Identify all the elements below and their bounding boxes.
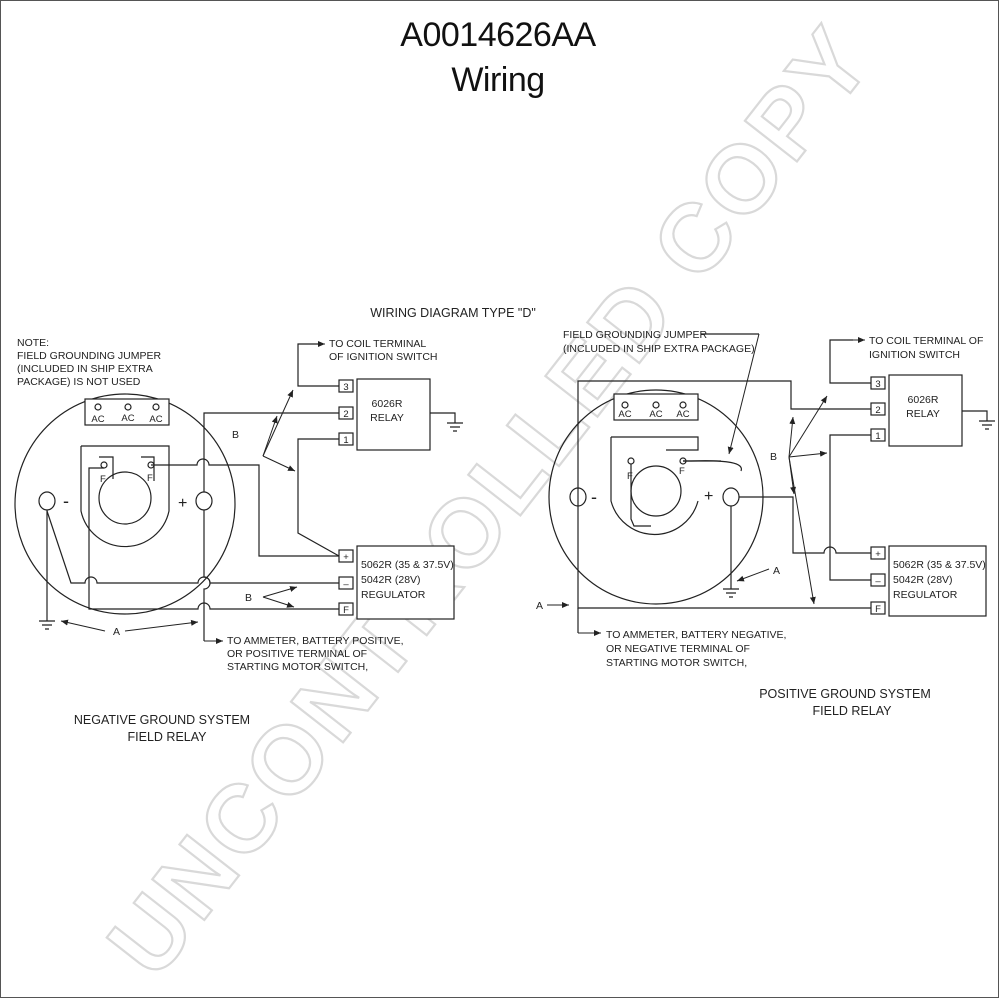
field-f-label: F [679,466,685,477]
coil-terminal-label: TO COIL TERMINAL OF [869,335,983,347]
regulator-pin-label: F [875,604,881,615]
relay-box [888,374,963,447]
positive-terminal [195,491,213,511]
regulator-pin-label: – [875,576,881,587]
negative-sign: - [63,491,69,511]
diagram-caption: FIELD RELAY [813,704,893,718]
ac-label: AC [149,414,162,425]
note-line-4: PACKAGE) IS NOT USED [17,376,141,388]
jumper-label: (INCLUDED IN SHIP EXTRA PACKAGE) [563,343,755,355]
ammeter-label: TO AMMETER, BATTERY POSITIVE, [227,635,404,647]
label-b: B [770,451,777,463]
note-line-3: (INCLUDED IN SHIP EXTRA [17,363,153,375]
ac-label: AC [649,409,662,420]
field-f-label: F [627,471,633,482]
relay-label: RELAY [370,412,404,424]
diagram-caption: FIELD RELAY [128,730,208,744]
diagram-caption: NEGATIVE GROUND SYSTEM [74,713,250,727]
regulator-label: REGULATOR [361,589,426,601]
regulator-pin-label: F [343,605,349,616]
wire-relay2 [577,380,871,506]
wire-relay1 [297,438,340,557]
note-line-2: FIELD GROUNDING JUMPER [17,350,162,362]
label-a: A [536,600,543,612]
coil-terminal-label: OF IGNITION SWITCH [329,351,438,363]
label-b: B [245,592,252,604]
relay-pin-label: 1 [343,435,348,446]
diagram-caption: POSITIVE GROUND SYSTEM [759,687,931,701]
positive-terminal [722,487,740,507]
ac-terminal-block [84,398,170,426]
relay-name: 6026R [372,398,403,410]
field-f-label: F [100,474,106,485]
regulator-box [356,545,455,620]
jumper-label: FIELD GROUNDING JUMPER [563,329,708,341]
alternator-outline [14,393,236,615]
ac-label: AC [91,414,104,425]
ammeter-label: TO AMMETER, BATTERY NEGATIVE, [606,629,786,641]
field-f-label: F [147,473,153,484]
ammeter-label: STARTING MOTOR SWITCH, [606,657,747,669]
wire-relay1 [829,434,871,581]
ac-label: AC [676,409,689,420]
rotor [98,471,152,525]
brush-holder [610,436,699,536]
note-line-1: NOTE: [17,337,49,349]
regulator-pin-label: + [343,552,349,563]
relay-label: RELAY [906,408,940,420]
regulator-model: 5062R (35 & 37.5V) [361,559,454,571]
page-title: A0014626AA [400,16,596,54]
ac-label: AC [618,409,631,420]
regulator-model: 5062R (35 & 37.5V) [893,559,986,571]
relay-box [356,378,431,451]
coil-terminal-label: IGNITION SWITCH [869,349,960,361]
regulator-model: 5042R (28V) [893,574,953,586]
relay-pin-label: 2 [875,405,880,416]
ac-label: AC [121,413,134,424]
negative-ground-diagram: NOTE: FIELD GROUNDING JUMPER (INCLUDED I… [14,337,463,744]
regulator-model: 5042R (28V) [361,574,421,586]
relay-pin-label: 2 [343,409,348,420]
brush-holder [80,445,170,548]
page-subtitle: Wiring [451,61,544,99]
relay-pin-label: 3 [343,382,348,393]
wire-relay2 [203,412,339,492]
wire-positive [739,496,871,554]
wire-negative [46,510,339,584]
wire-field [151,458,339,557]
positive-sign: + [178,495,187,512]
regulator-pin-label: + [875,549,881,560]
regulator-pin-label: – [343,579,349,590]
label-a: A [113,626,120,638]
ammeter-label: STARTING MOTOR SWITCH, [227,661,368,673]
diagram-type-label: WIRING DIAGRAM TYPE "D" [370,306,536,320]
positive-ground-diagram: FIELD GROUNDING JUMPER (INCLUDED IN SHIP… [536,329,995,718]
relay-pin-label: 3 [875,379,880,390]
rotor [630,465,682,517]
regulator-label: REGULATOR [893,589,958,601]
relay-pin-label: 1 [875,431,880,442]
coil-terminal-label: TO COIL TERMINAL [329,338,426,350]
ammeter-label: OR NEGATIVE TERMINAL OF [606,643,750,655]
negative-terminal [38,491,56,511]
label-b: B [232,429,239,441]
regulator-box [888,545,987,617]
ammeter-label: OR POSITIVE TERMINAL OF [227,648,367,660]
label-a: A [773,565,780,577]
negative-sign: - [591,487,597,507]
positive-sign: + [704,488,713,505]
relay-name: 6026R [908,394,939,406]
wire-f [88,467,339,610]
